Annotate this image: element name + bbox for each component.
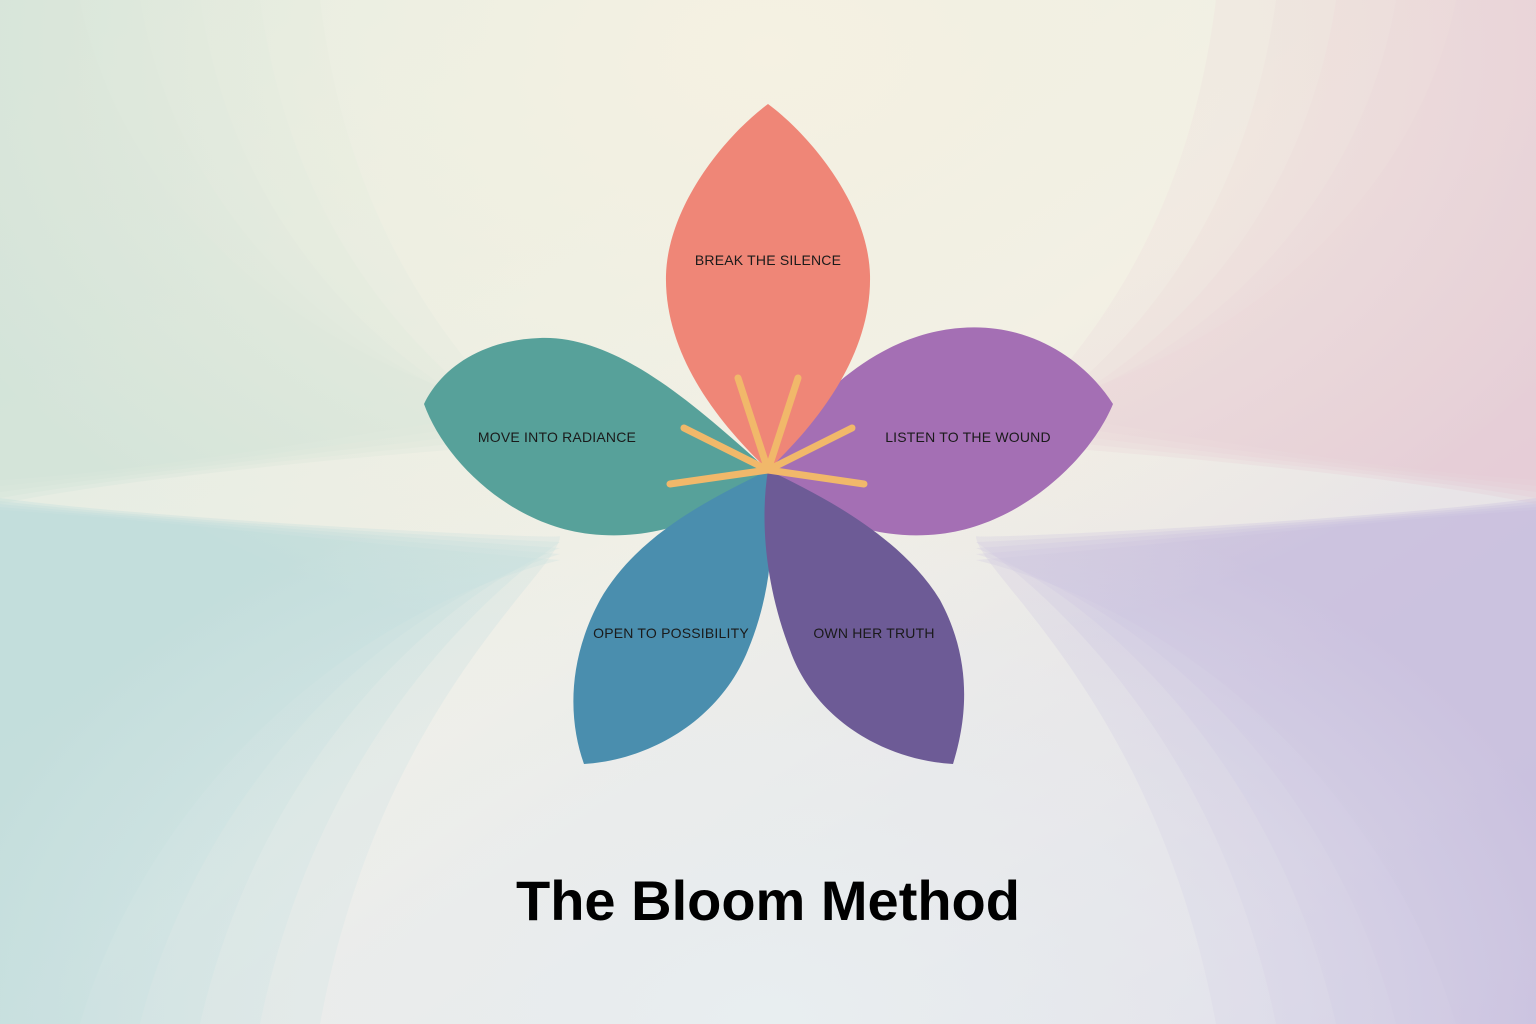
stamen-2 [764, 374, 802, 474]
petal-move-into-radiance [424, 337, 768, 536]
diagram-title: The Bloom Method [516, 869, 1020, 932]
label-open-to-possibility: OPEN TO POSSIBILITY [593, 625, 749, 641]
petal-own-her-truth [764, 470, 965, 764]
stamens [666, 374, 868, 488]
petal-open-to-possibility [573, 470, 772, 764]
label-own-her-truth: OWN HER TRUTH [813, 625, 934, 641]
label-break-the-silence: BREAK THE SILENCE [695, 252, 841, 268]
petal-break-the-silence [665, 104, 871, 470]
stamen-4 [764, 424, 856, 474]
label-move-into-radiance: MOVE INTO RADIANCE [478, 429, 636, 445]
stamen-5 [666, 466, 772, 488]
stamen-1 [734, 374, 772, 474]
label-listen-to-the-wound: LISTEN TO THE WOUND [885, 429, 1051, 445]
stamen-3 [680, 424, 772, 474]
stamen-6 [764, 466, 868, 488]
flower: BREAK THE SILENCE LISTEN TO THE WOUND OW… [424, 104, 1113, 764]
